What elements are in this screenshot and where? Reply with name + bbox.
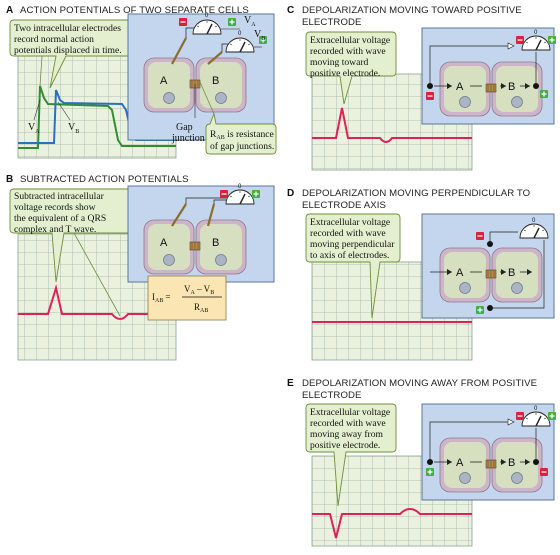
plus-icon [547,411,557,421]
trace-qrs [18,284,176,320]
plus-icon [425,467,435,477]
panel-e-callout-text: Extracellular voltage recorded with wave… [310,407,393,451]
panel-e-letter: E [287,378,294,389]
gap-junction-label: Gap junction [171,122,205,144]
svg-text:0: 0 [532,218,536,224]
plus-icon [539,89,549,99]
panel-e-title: DEPOLARIZATION MOVING AWAY FROM POSITIVE… [302,378,540,401]
trace-c [312,107,472,143]
panel-d: D DEPOLARIZATION MOVING PERPENDICULAR TO… [287,188,555,361]
svg-text:0: 0 [238,31,242,37]
panel-b: B SUBTRACTED ACTION POTENTIALS Subtracte… [6,174,275,361]
panel-c: C DEPOLARIZATION MOVING TOWARD POSITIVE … [287,5,557,171]
svg-text:0: 0 [534,30,538,36]
minus-icon [219,189,229,199]
panel-e-cell-a: A [456,457,464,469]
minus-icon [539,467,549,477]
meter-vb-label: VB [254,29,265,42]
formula-numerator: VA – VB [184,284,214,296]
svg-text:0: 0 [238,184,242,190]
panel-b-callout-text: Subtracted intracellular voltage records… [14,191,109,235]
panel-e-cell-b: B [508,457,515,469]
panel-e-callout [305,403,397,507]
meter-va-label: VA [244,15,256,28]
minus-icon [178,17,188,27]
formula-lhs: IAB= [152,292,170,304]
formula-box [147,275,227,321]
panel-b-cell-a: A [160,237,168,249]
minus-icon [515,411,525,421]
panel-d-callout [305,213,401,319]
panel-b-letter: B [6,174,13,185]
panel-a-cell-a: A [160,75,168,87]
panel-c-cell-a: A [456,81,464,93]
panel-d-cell-a: A [456,267,464,279]
panel-c-callout-text: Extracellular voltage recorded with wave… [310,35,393,79]
panel-a-letter: A [6,5,13,16]
plus-icon [475,305,485,315]
svg-text:0: 0 [534,406,538,412]
trace-e [312,508,472,539]
rab-callout-text: RAB is resistance of gap junctions. [210,129,276,152]
panel-b-title: SUBTRACTED ACTION POTENTIALS [20,174,189,185]
panel-c-cell-b: B [508,81,515,93]
panel-c-letter: C [287,5,294,16]
svg-text:0: 0 [205,13,209,19]
panel-d-callout-text: Extracellular voltage recorded with wave… [310,217,397,261]
rab-callout [205,112,277,155]
minus-icon [425,91,435,101]
label-vb: VB [68,122,79,135]
minus-icon [475,231,485,241]
panel-a-title: ACTION POTENTIALS OF TWO SEPARATE CELLS [20,5,249,16]
panel-e: E DEPOLARIZATION MOVING AWAY FROM POSITI… [287,378,557,547]
plus-icon [251,189,261,199]
plus-icon [547,35,557,45]
panel-a-callout-text: Two intracellular electrodes record norm… [14,23,123,56]
minus-icon [515,35,525,45]
panel-d-letter: D [287,188,294,199]
panel-a: A ACTION POTENTIALS OF TWO SEPARATE CELL… [6,5,277,159]
panel-d-title: DEPOLARIZATION MOVING PERPENDICULAR TO E… [302,188,533,211]
trace-va [18,85,176,149]
formula-denominator: RAB [194,302,208,314]
panel-c-callout [305,31,397,105]
plus-icon [227,17,237,27]
label-va: VA [28,122,40,135]
panel-d-cell-b: B [508,267,515,279]
panel-a-cell-b: B [212,75,219,87]
panel-b-cell-b: B [212,237,219,249]
panel-c-title: DEPOLARIZATION MOVING TOWARD POSITIVE EL… [302,5,525,28]
